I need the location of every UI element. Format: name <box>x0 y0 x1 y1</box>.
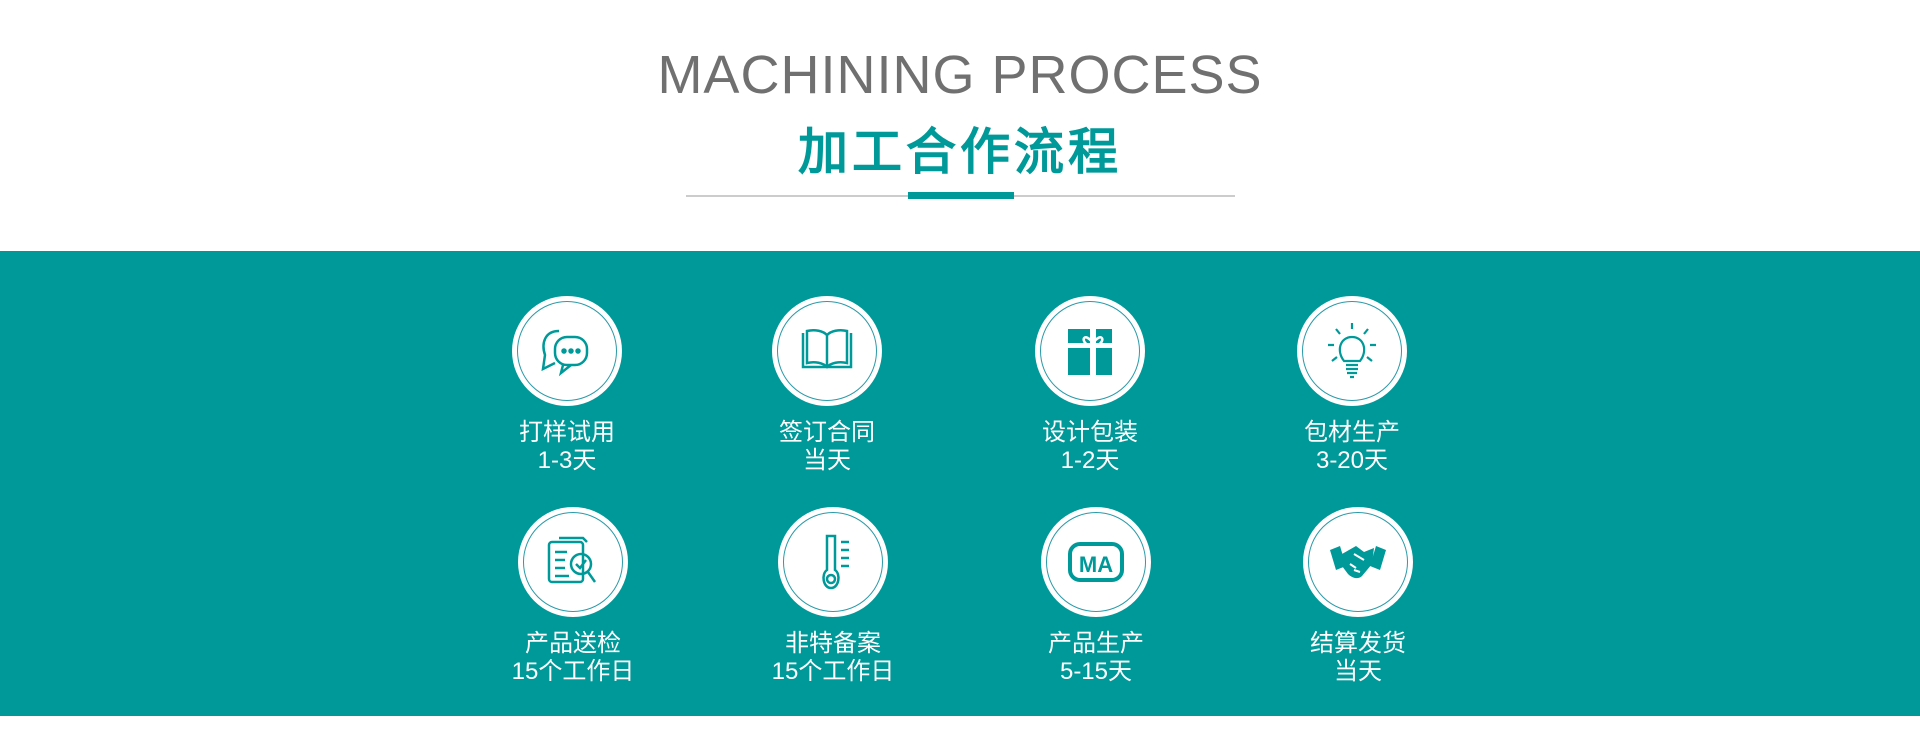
light-bulb-icon <box>1328 323 1376 379</box>
process-band <box>0 251 1920 716</box>
step-name: 签订合同 <box>779 419 875 446</box>
document-inspect-icon <box>547 536 597 584</box>
open-book-icon <box>801 328 853 369</box>
step-icon-circle <box>518 507 628 617</box>
cma-badge-icon: MA <box>1068 542 1124 582</box>
step-duration: 5-15天 <box>1059 658 1133 685</box>
step-icon-circle <box>778 507 888 617</box>
step-duration: 当天 <box>1334 658 1382 685</box>
process-step: 签订合同当天 <box>727 296 927 475</box>
section-title-en: MACHINING PROCESS <box>657 45 1263 105</box>
svg-text:MA: MA <box>1079 552 1113 577</box>
step-name: 结算发货 <box>1310 630 1406 657</box>
chat-bubbles-icon <box>541 329 589 377</box>
step-icon-circle <box>1297 296 1407 406</box>
step-name: 非特备案 <box>785 630 881 657</box>
section-title-cn: 加工合作流程 <box>798 124 1122 180</box>
step-icon-circle <box>772 296 882 406</box>
step-duration: 3-20天 <box>1315 447 1389 474</box>
step-name: 产品生产 <box>1048 630 1144 657</box>
step-duration: 15个工作日 <box>771 658 895 685</box>
step-duration: 1-3天 <box>537 447 597 474</box>
thermometer-icon <box>822 534 849 590</box>
step-duration: 15个工作日 <box>511 658 635 685</box>
process-step: 结算发货当天 <box>1258 507 1458 686</box>
step-duration: 1-2天 <box>1060 447 1120 474</box>
step-icon-circle <box>512 296 622 406</box>
step-name: 产品送检 <box>525 630 621 657</box>
gift-box-icon <box>1068 329 1112 375</box>
step-duration: 当天 <box>803 447 851 474</box>
step-icon-circle: MA <box>1041 507 1151 617</box>
step-name: 设计包装 <box>1042 419 1138 446</box>
step-icon-circle <box>1035 296 1145 406</box>
step-name: 打样试用 <box>519 419 615 446</box>
handshake-icon <box>1330 546 1386 579</box>
title-divider-accent <box>908 192 1014 199</box>
step-name: 包材生产 <box>1304 419 1400 446</box>
step-icon-circle <box>1303 507 1413 617</box>
